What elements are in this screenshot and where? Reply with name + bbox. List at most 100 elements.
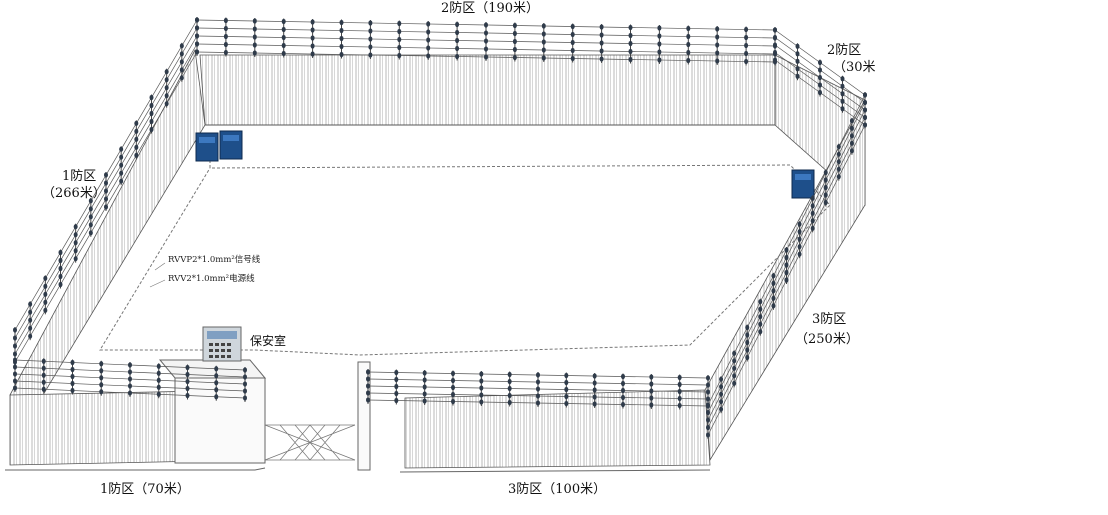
wire-insulator [715,58,720,64]
fence-wall-bottom-right [404,389,711,469]
wire-insulator [451,398,455,405]
wire-insulator [422,398,427,404]
wire-insulator [179,75,184,81]
wire-insulator [484,30,488,36]
wire-insulator [592,387,597,393]
wire-insulator [715,26,720,32]
wire-insulator [243,395,247,401]
wire-insulator [339,19,344,26]
wire-insulator [70,373,75,380]
wire-insulator [836,159,841,165]
wire-insulator [128,376,132,382]
wire-insulator [773,42,777,48]
wire-insulator [13,335,17,341]
wire-insulator [715,42,720,48]
wire-insulator [570,47,575,54]
wire-insulator [214,387,219,393]
ground-line [5,467,266,471]
wire-insulator [745,339,750,346]
wire-insulator [479,378,484,384]
wire-insulator [185,392,190,399]
wire-insulator [310,35,315,41]
wire-insulator [570,39,575,46]
wire-insulator [706,432,710,438]
wire-insulator [840,106,845,112]
wire-insulator [339,51,344,58]
fence-wall-left [9,48,206,401]
wire-insulator [536,372,540,378]
wire-insulator [104,180,108,186]
wire-insulator [592,401,597,407]
zone-label-2-top: 2防区（190米） [441,0,539,16]
wire-insulator [836,174,841,180]
wire-insulator [541,31,546,37]
cable-leader-signal [154,262,166,271]
wire-insulator [426,37,431,43]
wire-insulator [628,48,633,55]
wire-insulator [715,34,720,40]
wire-insulator [252,18,257,24]
guard-room-label: 保安室 [250,333,286,348]
wire-insulator [214,366,219,372]
wire-insulator [252,34,257,40]
wire-insulator [73,224,78,230]
wire-insulator [43,307,48,313]
wire-insulator [366,383,370,389]
wire-insulator [745,324,750,331]
wire-insulator [156,370,161,376]
wire-insulator [455,53,460,60]
wire-insulator [686,41,691,48]
wire-insulator [758,329,763,335]
host-unit-panel [223,135,239,141]
wire-insulator [394,383,399,390]
wire-insulator [507,378,512,385]
keypad-screen [207,331,237,339]
wire-insulator [28,301,33,307]
wire-insulator [58,281,63,288]
wire-insulator [686,25,691,32]
zone-label-1-bottom: 1防区（70米） [100,481,190,497]
wire-insulator [719,406,724,412]
wire-insulator [41,365,46,371]
wire-insulator [621,373,625,380]
wire-insulator [512,22,517,29]
wire-insulator [773,57,777,63]
wire-insulator [797,236,802,242]
wire-insulator [13,378,17,384]
wire-insulator [179,43,184,49]
wire-insulator [536,400,540,406]
wire-insulator [744,34,749,41]
wire-insulator [88,198,93,204]
wire-insulator [134,136,139,142]
wire-insulator [784,262,789,268]
wire-insulator [657,57,662,63]
wire-insulator [195,33,199,39]
wire-insulator [99,389,104,395]
wire-insulator [732,350,737,356]
wire-insulator [795,73,800,79]
wire-insulator [745,332,750,338]
wire-insulator [599,24,604,30]
fence-insulators [13,17,867,438]
wire-insulator [223,25,228,32]
wire-insulator [863,107,867,113]
wire-insulator [732,358,737,364]
wire-insulator [366,397,370,403]
wire-insulator [368,52,373,58]
wire-insulator [628,24,633,31]
host-unit [791,169,815,199]
wire-insulator [512,30,517,37]
wire-insulator [706,409,710,416]
wire-insulator [564,400,569,407]
wire-insulator [863,122,867,128]
wire-insulator [134,152,139,158]
guard-room-wall [174,377,266,464]
wire-insulator [422,370,427,376]
wire-insulator [715,50,720,56]
wire-insulator [451,370,455,377]
wire-insulator [99,361,104,367]
cable-label-power: RVV2*1.0mm²电源线 [168,273,255,284]
wire-insulator [758,314,763,320]
wire-insulator [479,399,484,405]
wire-insulator [677,374,682,381]
